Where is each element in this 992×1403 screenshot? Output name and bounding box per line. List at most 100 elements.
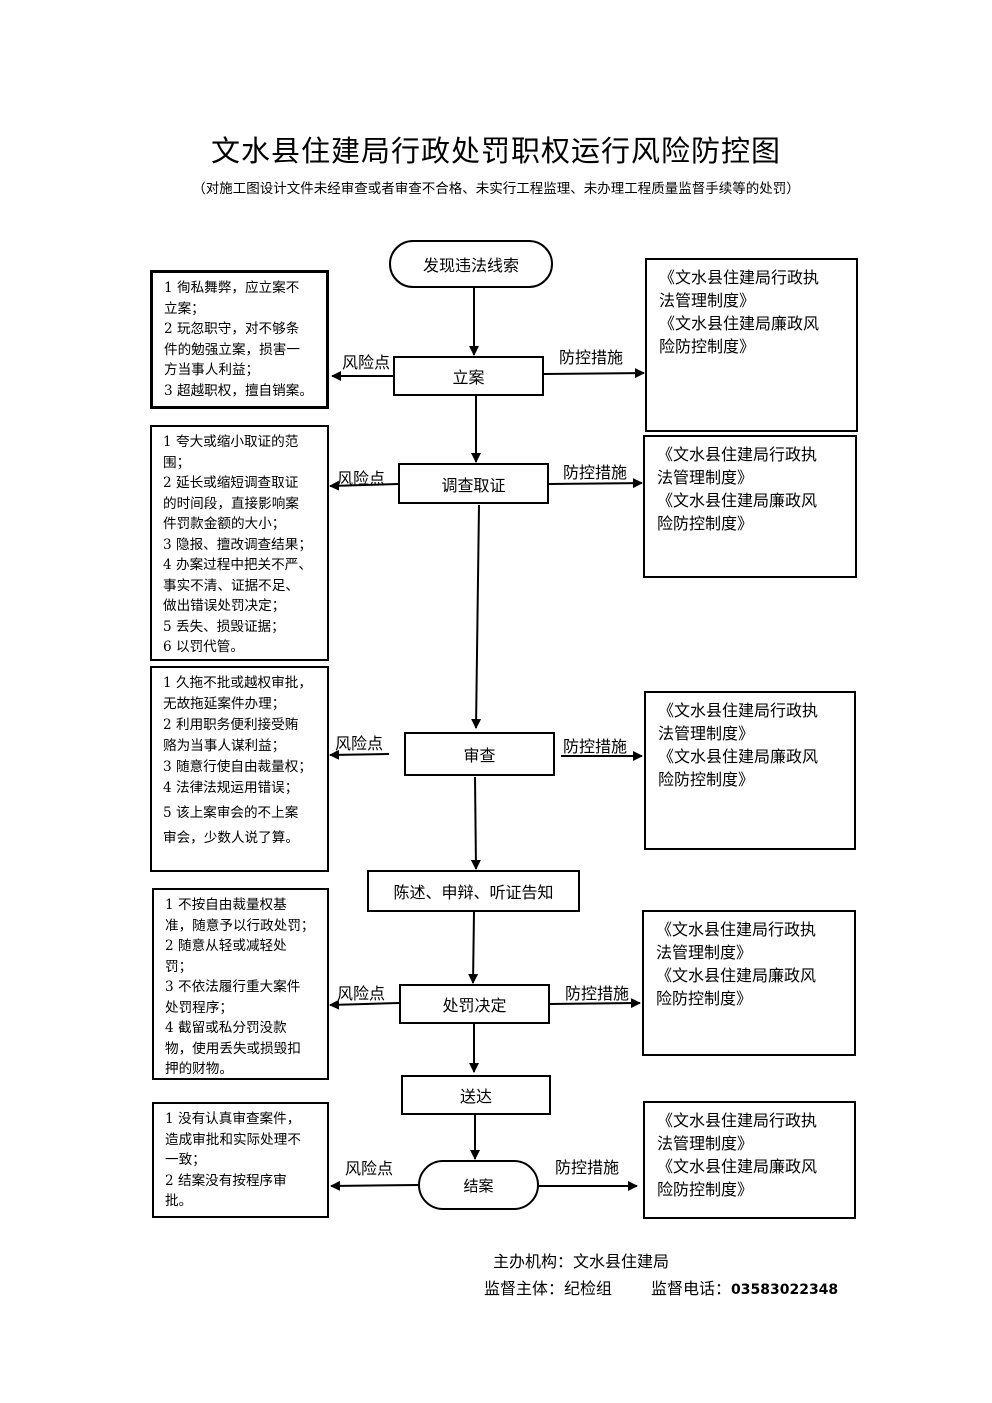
measure-line: 《文水县住建局行政执 [656,920,817,939]
risk-label-review: 风险点 [335,734,384,753]
measure-line: 法管理制度》 [657,1134,754,1153]
measure-label-investigate: 防控措施 [563,463,628,482]
risk-line: 立案； [164,300,205,317]
measure-line: 《文水县住建局廉政风 [658,747,819,766]
measure-box-decision: 《文水县住建局行政执 法管理制度》 《文水县住建局廉政风 险防控制度》 [642,910,856,1056]
arrow-risk-review [329,749,390,760]
footer-org: 主办机构：文水县住建局 [493,1252,670,1271]
risk-line: 一致； [165,1152,206,1168]
risk-label-close: 风险点 [345,1159,394,1178]
risk-line: 1 久拖不批或越权审批， [163,675,312,691]
measure-label-close: 防控措施 [555,1158,620,1177]
measure-line: 《文水县住建局廉政风 [657,491,818,510]
footer-phone-label: 监督电话： [651,1279,732,1298]
measure-line: 险防控制度》 [659,337,756,356]
risk-line: 4 截留或私分罚没款 [165,1020,287,1036]
risk-line: 1 不按自由裁量权基 [165,897,287,913]
risk-line: 2 结案没有按程序审 [165,1172,287,1189]
risk-line: 物，使用丢失或损毁扣 [165,1040,301,1057]
footer-phone-number: 03583022348 [731,1282,839,1298]
risk-box-decision: 1 不按自由裁量权基 准，随意予以行政处罚； 2 随意从轻或减轻处 罚； 3 不… [152,888,329,1080]
step-filing: 立案 [393,356,544,396]
risk-label-filing: 风险点 [342,353,391,372]
measure-line: 险防控制度》 [656,989,753,1008]
risk-line: 1 夸大或缩小取证的范 [163,434,299,450]
step-close: 结案 [418,1160,539,1210]
risk-line: 5 该上案审会的不上案 [163,805,299,821]
risk-line: 1 徇私舞弊，应立案不 [164,280,300,296]
risk-line: 5 丢失、损毁证据； [163,618,285,635]
risk-line: 的时间段，直接影响案 [163,495,299,512]
arrow-risk-decision [329,999,400,1010]
risk-label-investigate: 风险点 [337,469,386,488]
risk-line: 准，随意予以行政处罚； [165,917,315,934]
risk-line: 2 玩忽职守，对不够条 [164,321,300,337]
risk-line: 2 延长或缩短调查取证 [163,475,299,491]
risk-line: 件罚款金额的大小； [163,516,286,532]
measure-line: 《文水县住建局廉政风 [659,314,820,333]
risk-box-review: 1 久拖不批或越权审批， 无故拖延案件办理； 2 利用职务便利接受贿 赂为当事人… [150,666,329,872]
arrow-measure-decision [549,998,641,1009]
measure-line: 法管理制度》 [659,291,756,310]
measure-label-filing: 防控措施 [559,348,624,367]
risk-line: 赂为当事人谋利益； [163,738,286,754]
measure-label-decision: 防控措施 [565,984,630,1003]
risk-line: 4 办案过程中把关不严、 [163,557,312,573]
measure-line: 法管理制度》 [658,724,755,743]
arrow-risk-close [330,1180,419,1191]
measure-box-close: 《文水县住建局行政执 法管理制度》 《文水县住建局廉政风 险防控制度》 [643,1101,856,1219]
arrow-measure-investigate [548,478,643,489]
risk-line: 3 隐报、擅改调查结果； [163,536,312,553]
risk-line: 4 法律法规运用错误； [163,780,299,796]
risk-line: 押的财物。 [165,1061,233,1077]
arrow-risk-investigate [329,480,399,491]
measure-box-investigate: 《文水县住建局行政执 法管理制度》 《文水县住建局廉政风 险防控制度》 [643,435,857,578]
page-subtitle: （对施工图设计文件未经审查或者审查不合格、未实行工程监理、未办理工程质量监督手续… [192,181,800,197]
risk-line: 2 利用职务便利接受贿 [163,717,299,733]
risk-line: 6 以罚代管。 [163,639,244,655]
risk-line: 方当事人利益； [164,362,260,378]
measure-box-filing: 《文水县住建局行政执 法管理制度》 《文水县住建局廉政风 险防控制度》 [645,258,858,432]
measure-line: 《文水县住建局廉政风 [657,1157,818,1176]
step-investigate: 调查取证 [398,463,549,504]
measure-box-review: 《文水县住建局行政执 法管理制度》 《文水县住建局廉政风 险防控制度》 [644,691,856,850]
arrow-measure-filing [543,368,645,379]
measure-line: 险防控制度》 [657,1180,754,1199]
risk-line: 无故拖延案件办理； [163,696,286,712]
measure-line: 法管理制度》 [656,943,753,962]
risk-box-filing: 1 徇私舞弊，应立案不 立案； 2 玩忽职守，对不够条 件的勉强立案，损害一 方… [150,270,329,409]
risk-line: 3 随意行使自由裁量权； [163,759,312,775]
risk-line: 3 超越职权，擅自销案。 [164,382,313,399]
footer-supervisor: 监督主体：纪检组 [484,1279,613,1298]
risk-line: 事实不清、证据不足、 [163,577,299,594]
measure-line: 《文水县住建局行政执 [658,701,819,720]
page-title: 文水县住建局行政处罚职权运行风险防控图 [210,134,781,168]
risk-line: 审会，少数人说了算。 [163,830,299,846]
arrow-review-to-notify [470,776,481,870]
step-discover: 发现违法线索 [389,240,553,288]
arrow-notify-to-decision [468,911,479,984]
risk-line: 围； [163,454,191,471]
risk-line: 3 不依法履行重大案件 [165,979,301,995]
measure-line: 《文水县住建局行政执 [657,445,818,464]
step-review: 审查 [404,732,555,776]
risk-line: 处罚程序； [165,999,233,1016]
step-decision: 处罚决定 [399,984,550,1024]
step-notify: 陈述、申辩、听证告知 [367,870,580,912]
measure-line: 法管理制度》 [657,468,754,487]
risk-box-investigate: 1 夸大或缩小取证的范 围； 2 延长或缩短调查取证 的时间段，直接影响案 件罚… [150,425,329,661]
arrow-investigate-to-review [471,504,482,729]
risk-line: 2 随意从轻或减轻处 [165,938,287,954]
measure-line: 《文水县住建局行政执 [657,1111,818,1130]
footer-phone: 监督电话：03583022348 [651,1275,838,1299]
measure-line: 《文水县住建局行政执 [659,268,820,287]
measure-label-review: 防控措施 [563,737,628,756]
risk-line: 造成审批和实际处理不 [165,1131,301,1148]
measure-line: 《文水县住建局廉政风 [656,966,817,985]
risk-box-close: 1 没有认真审查案件， 造成审批和实际处理不 一致； 2 结案没有按程序审 批。 [152,1102,329,1218]
risk-line: 罚； [165,958,193,975]
risk-line: 批。 [165,1193,193,1209]
risk-line: 做出错误处罚决定； [163,598,286,614]
risk-line: 件的勉强立案，损害一 [164,341,300,358]
